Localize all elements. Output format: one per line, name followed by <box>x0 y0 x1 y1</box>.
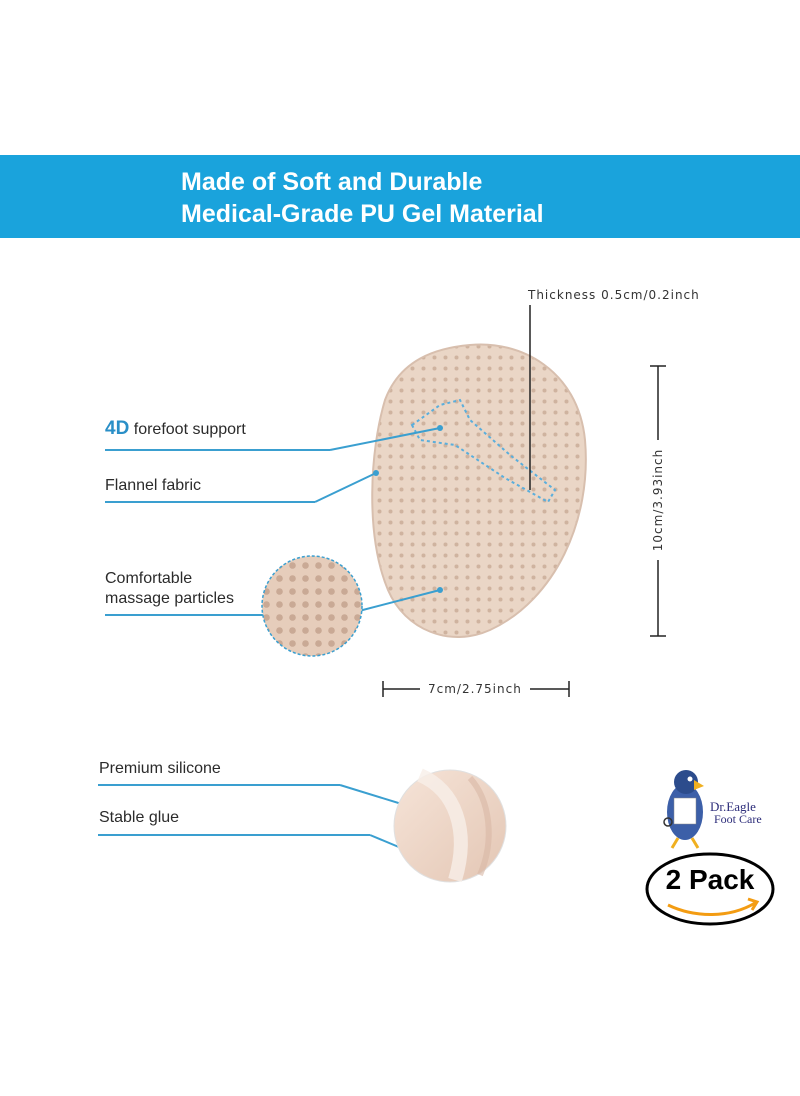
massage-zoom-circle <box>261 555 363 657</box>
silicone-zoom-circle <box>393 769 507 883</box>
stable-glue-label: Stable glue <box>99 809 180 826</box>
thickness-label: Thickness 0.5cm/0.2inch <box>528 288 700 302</box>
brand-logo: Dr.Eagle Foot Care <box>710 800 762 826</box>
width-label: 7cm/2.75inch <box>428 682 522 696</box>
banner-title-line2: Medical-Grade PU Gel Material <box>181 200 544 228</box>
title-banner: Made of Soft and Durable Medical-Grade P… <box>0 155 800 238</box>
forefoot-support-label: 4D forefoot support <box>105 418 246 440</box>
brand-tagline: Foot Care <box>714 812 762 826</box>
height-label: 10cm/3.93inch <box>651 448 665 552</box>
forefoot-highlight: 4D <box>105 418 130 439</box>
premium-silicone-label: Premium silicone <box>99 760 221 777</box>
brand-name: Dr.Eagle <box>710 799 756 814</box>
insole-image <box>371 343 587 638</box>
pack-badge <box>645 852 775 926</box>
massage-label-line2: massage particles <box>105 590 234 607</box>
pack-badge-text: 2 Pack <box>665 864 755 895</box>
pack-badge-text-wrap: 2 Pack <box>645 852 775 926</box>
banner-title-line1: Made of Soft and Durable <box>181 168 483 196</box>
forefoot-text: forefoot support <box>133 421 246 438</box>
massage-label-line1: Comfortable <box>105 570 193 587</box>
flannel-label: Flannel fabric <box>105 477 202 494</box>
support-outline <box>410 398 557 504</box>
eagle-logo-icon <box>663 770 704 849</box>
